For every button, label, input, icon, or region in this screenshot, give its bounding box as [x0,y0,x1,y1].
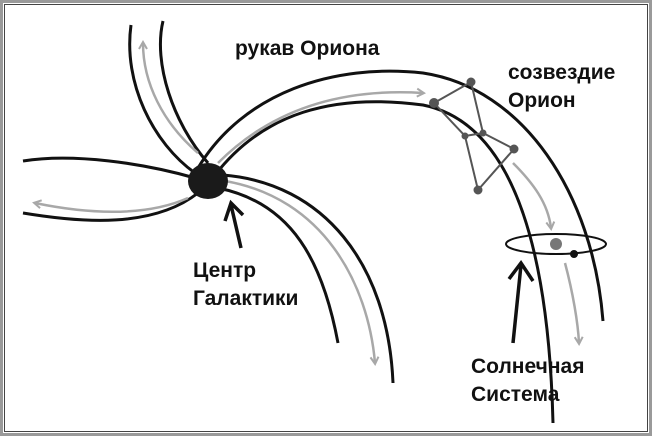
bottom-arm-flow-arrow [224,179,375,363]
diagram-canvas: рукав Ориона созвездие Орион Центр Галак… [22,20,615,424]
orion-arm-flow-arrow [217,92,423,164]
orion-arm-flow-arrow-3 [563,262,579,343]
left-arm-flow-arrow [35,196,189,213]
center-label-line2: Галактики [193,287,298,310]
top-arm [128,20,210,175]
orion-arm-label: рукав Ориона [235,37,380,60]
orion-arm-flow-arrow-2 [512,162,551,228]
sun [550,238,562,250]
bottom-arm [217,173,395,384]
solar-orbit [505,233,607,255]
planet [570,250,578,258]
left-arm [22,156,199,222]
pointer-arrows [223,199,535,344]
solar-label-line2: Система [471,383,560,406]
orion-arm [196,69,605,424]
galactic-center [188,163,228,199]
solar-label-line1: Солнечная [471,355,584,378]
constellation-label-line2: Орион [508,89,576,112]
center-label-line1: Центр [193,259,256,282]
constellation-label-line1: созвездие [508,61,615,84]
orion-constellation [429,77,519,195]
top-arm-flow-arrow [143,43,199,154]
